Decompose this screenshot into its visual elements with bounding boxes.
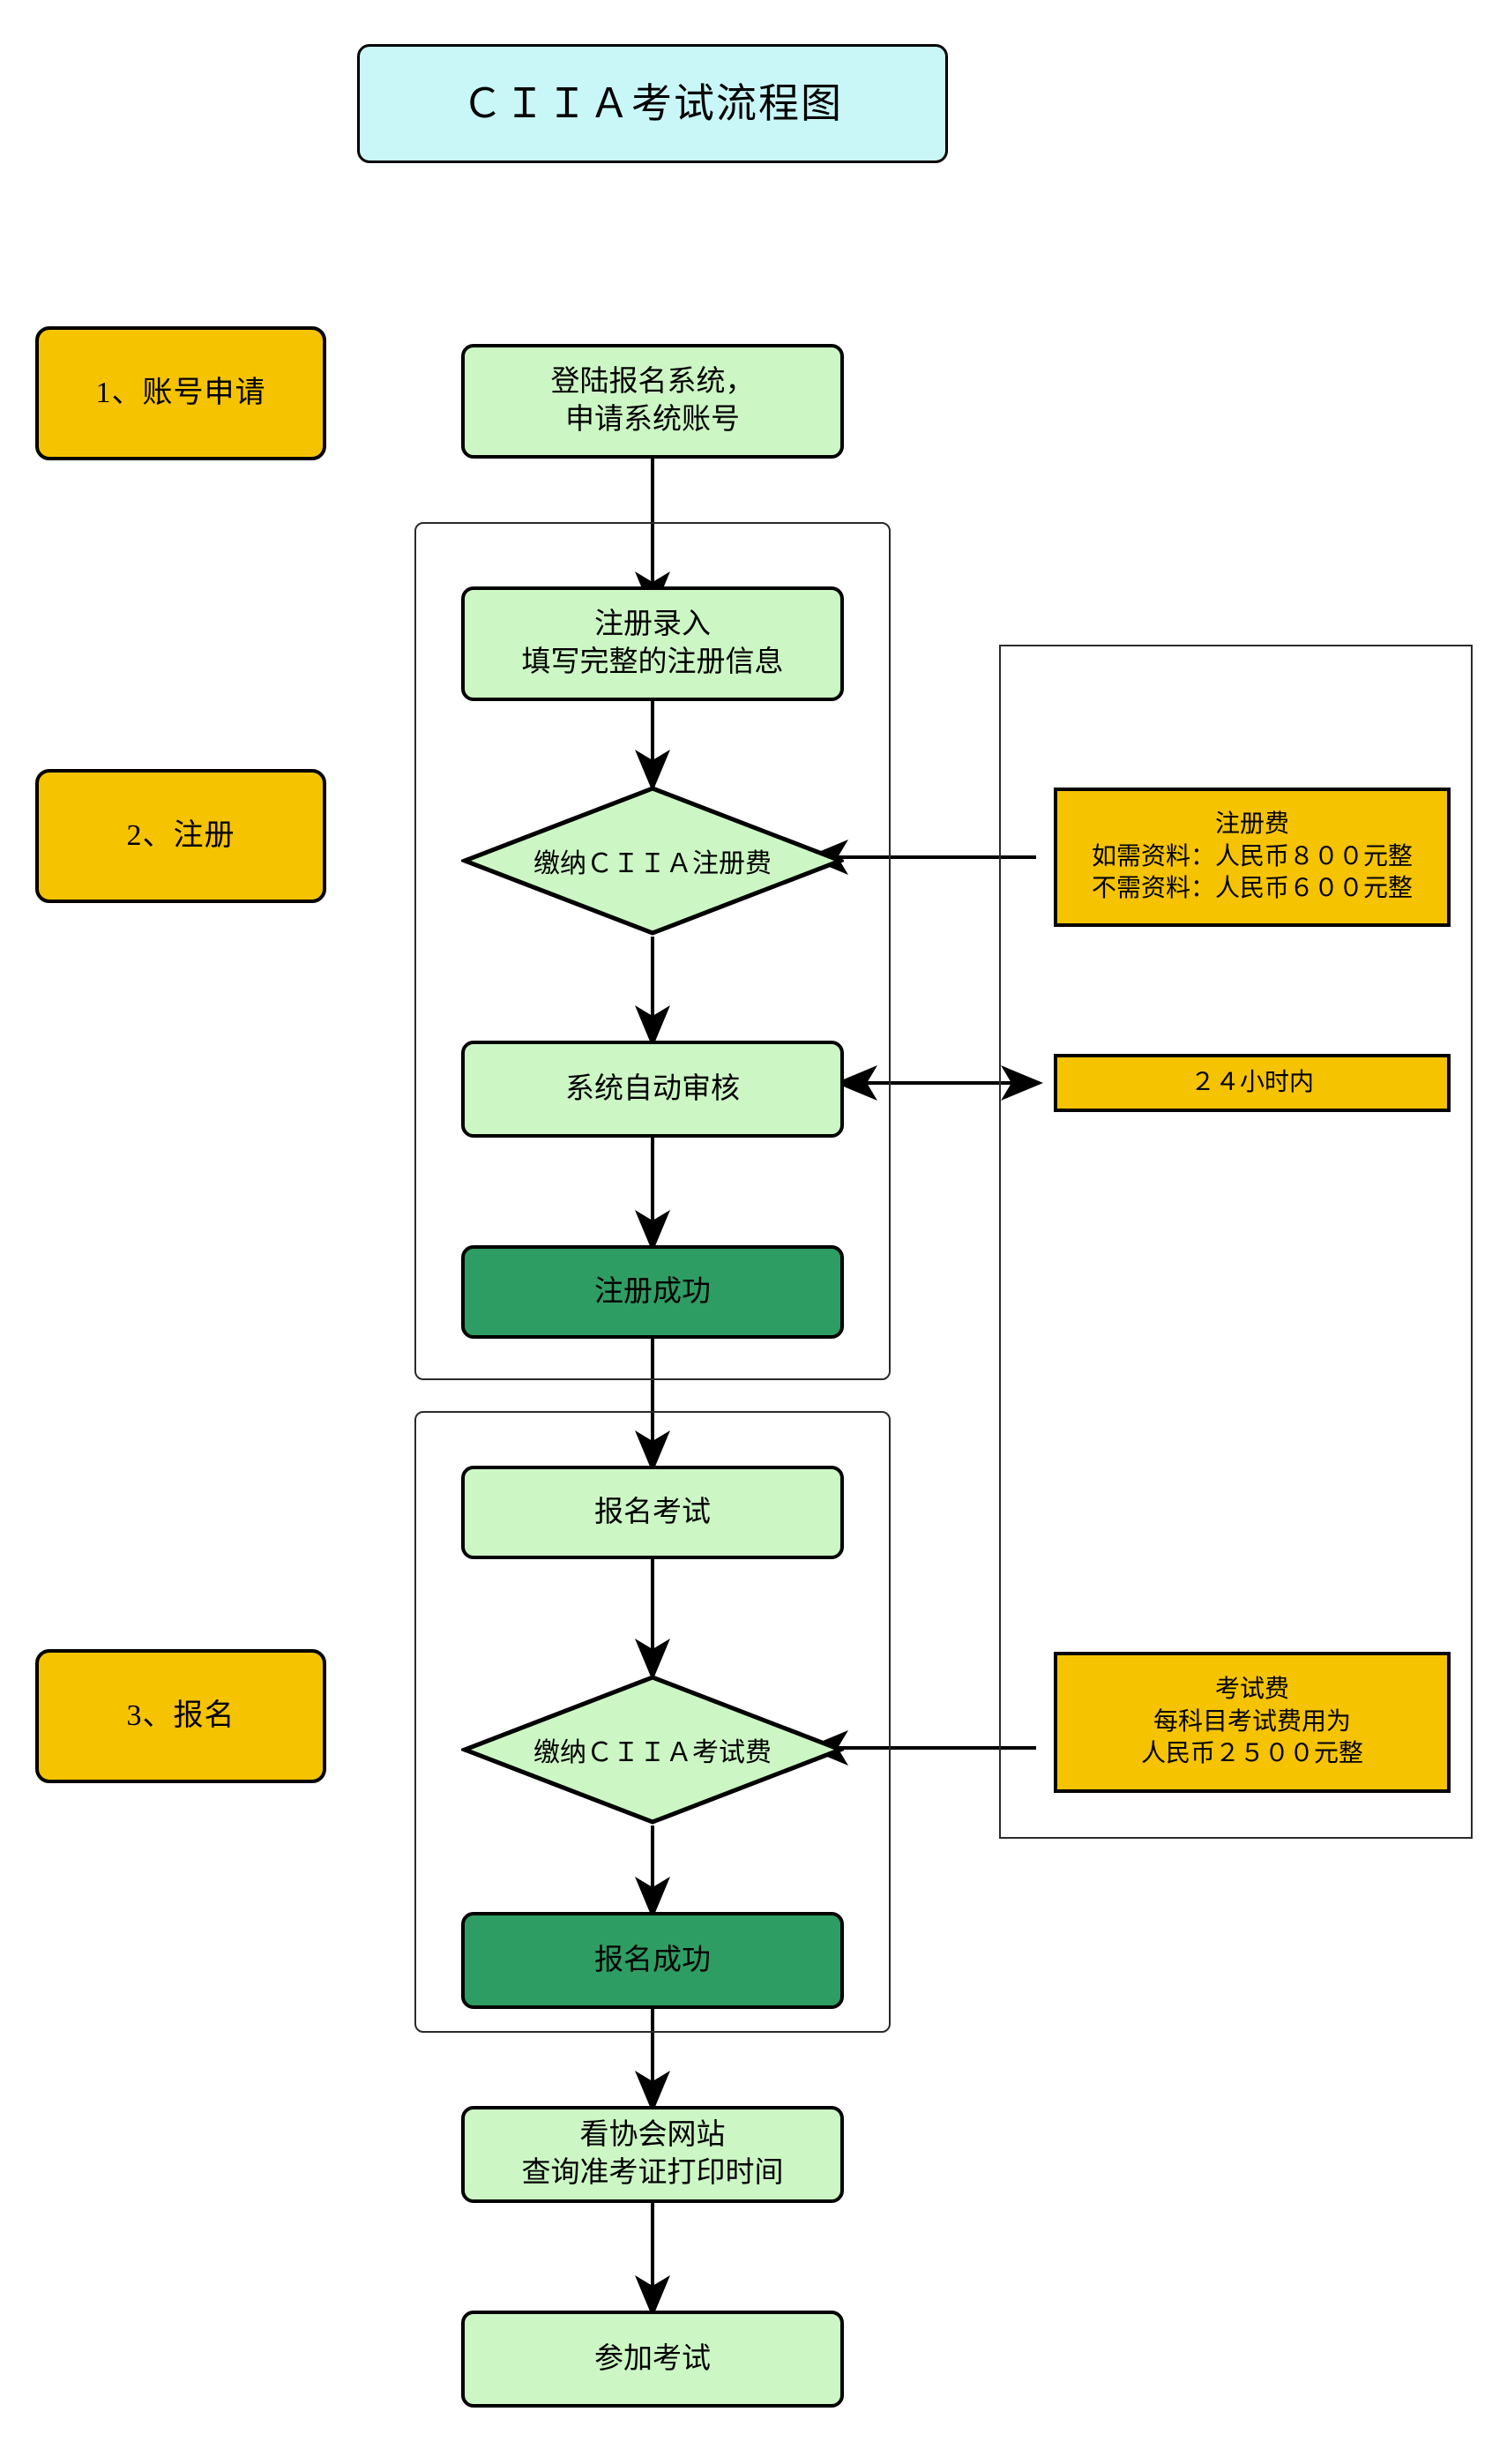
- group-fee-notes: [999, 645, 1473, 1839]
- stage-label-2: 2、注册: [35, 769, 326, 903]
- node-pay-exam-fee: 缴纳ＣＩＩＡ考试费: [461, 1674, 844, 1826]
- node-take-exam: 参加考试: [461, 2311, 844, 2408]
- node-register-input: 注册录入 填写完整的注册信息: [461, 586, 844, 701]
- node-signup-success: 报名成功: [461, 1912, 844, 2009]
- page-title: ＣＩＩＡ考试流程图: [357, 44, 948, 163]
- node-login-system: 登陆报名系统， 申请系统账号: [461, 344, 844, 459]
- diamond-shape-exam-fee: [461, 1675, 844, 1825]
- note-registration-fee: 注册费 如需资料：人民币８００元整 不需资料：人民币６００元整: [1054, 788, 1451, 927]
- stage-label-3: 3、报名: [35, 1649, 326, 1783]
- node-register-success: 注册成功: [461, 1245, 844, 1339]
- node-check-website: 看协会网站 查询准考证打印时间: [461, 2106, 844, 2203]
- node-exam-signup: 报名考试: [461, 1466, 844, 1559]
- node-auto-review: 系统自动审核: [461, 1041, 844, 1138]
- node-pay-registration-fee: 缴纳ＣＩＩＡ注册费: [461, 785, 844, 937]
- diamond-shape-registration-fee: [461, 786, 844, 936]
- note-review-time: ２４小时内: [1054, 1054, 1451, 1112]
- group-signup: [414, 1411, 891, 2033]
- note-exam-fee: 考试费 每科目考试费用为 人民币２５００元整: [1054, 1652, 1451, 1793]
- group-registration: [414, 522, 891, 1380]
- stage-label-1: 1、账号申请: [35, 326, 326, 460]
